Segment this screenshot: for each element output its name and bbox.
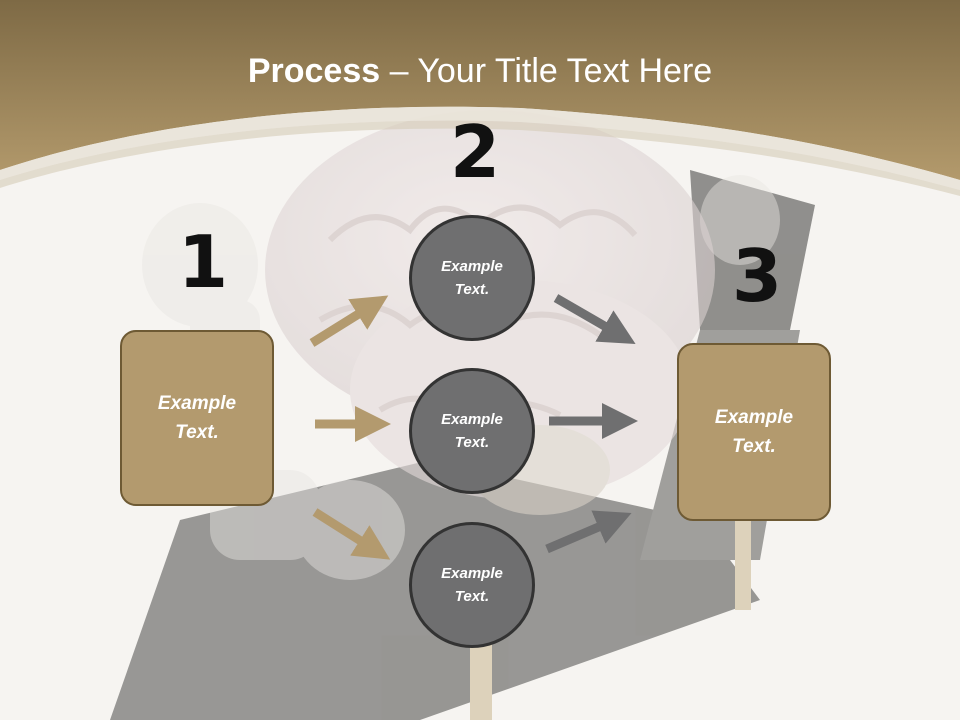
- arrow-to-circle-1: [309, 295, 389, 347]
- circle-2-line2: Text.: [454, 434, 490, 451]
- step-number-1: 1: [178, 220, 229, 304]
- step-1-box-line1: Example: [157, 393, 237, 414]
- step-number-2: 2: [450, 110, 501, 194]
- arrow-from-circle-1: [553, 294, 636, 345]
- circle-3-line1: Example: [441, 565, 503, 582]
- step-1-box: Example Text.: [120, 330, 274, 506]
- circle-3-line2: Text.: [454, 588, 490, 605]
- step-3-box-line2: Text.: [732, 436, 776, 457]
- circle-1-line1: Example: [441, 258, 503, 275]
- circle-1-line2: Text.: [454, 281, 490, 298]
- title-bold: Process: [247, 52, 381, 90]
- circle-2-line1: Example: [441, 411, 503, 428]
- step-2-circle-2: Example Text.: [409, 368, 535, 494]
- arrow-from-circle-3: [545, 510, 632, 554]
- step-2-circle-3: Example Text.: [409, 522, 535, 648]
- step-3-box-line1: Example: [714, 407, 794, 428]
- page-title: Process – Your Title Text Here: [0, 52, 960, 91]
- step-1-box-line2: Text.: [175, 422, 219, 443]
- step-number-3: 3: [732, 234, 783, 318]
- arrow-to-circle-3: [312, 508, 391, 560]
- step-2-circle-1: Example Text.: [409, 215, 535, 341]
- title-rest: – Your Title Text Here: [380, 52, 713, 90]
- step-3-box: Example Text.: [677, 343, 831, 521]
